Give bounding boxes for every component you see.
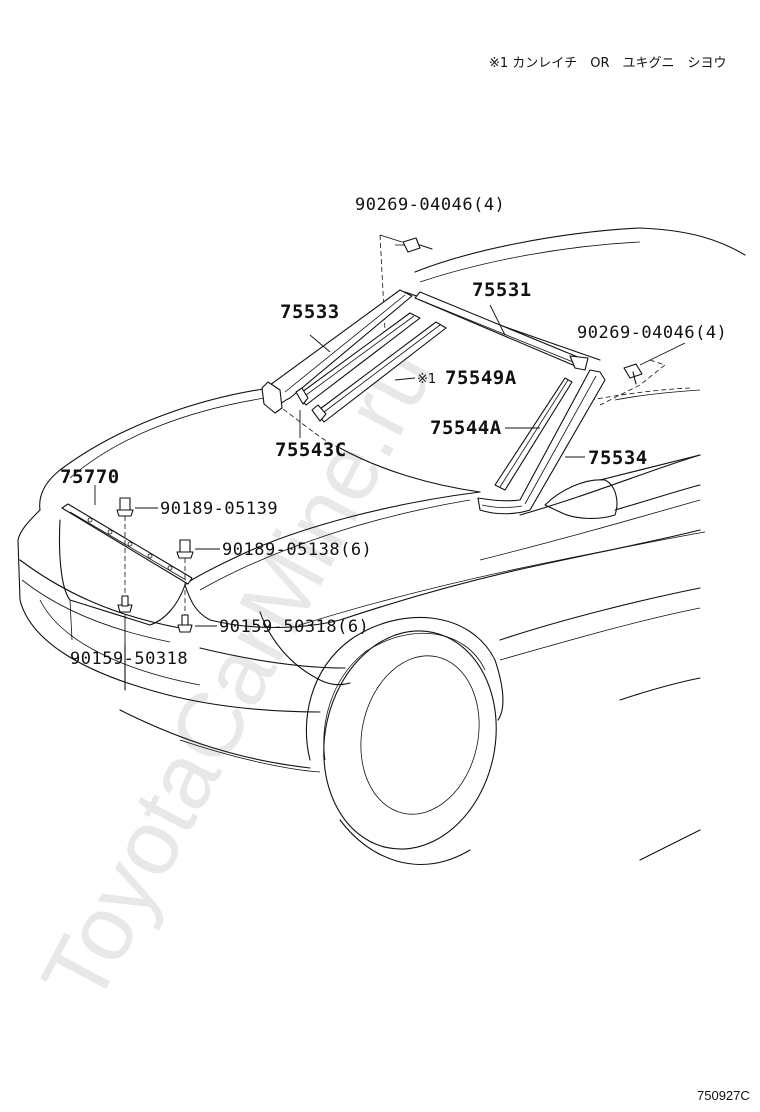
car-body-drawing <box>17 227 746 865</box>
leader-lines <box>94 234 686 650</box>
usage-note: ※1 カンレイチ OR ユキグニ シヨウ <box>489 56 727 71</box>
clip-top-icon <box>395 237 433 253</box>
label-75549a: 75549A <box>445 367 517 389</box>
label-75544a: 75544A <box>430 417 502 439</box>
label-90159-50318: 90159-50318 <box>70 649 188 669</box>
label-75534: 75534 <box>588 447 648 469</box>
label-75549a-mark: ※1 <box>417 372 436 387</box>
figure-code: 750927C <box>697 1088 750 1103</box>
watermark: ToyotaCarMine.ru <box>23 330 454 1019</box>
part-75544a-shape <box>494 377 573 491</box>
part-75533-shape <box>261 289 413 414</box>
part-75549a-shape <box>311 321 447 423</box>
label-75531: 75531 <box>472 279 532 301</box>
screw-90159-50318-icon <box>117 595 133 613</box>
label-clip-right: 90269-04046(4) <box>577 323 727 343</box>
label-90159-50318-6: 90159-50318(6) <box>219 617 369 637</box>
label-clip-top: 90269-04046(4) <box>355 195 505 215</box>
label-75533: 75533 <box>280 301 340 323</box>
label-90189-05139: 90189-05139 <box>160 499 278 519</box>
label-75543c: 75543C <box>275 439 347 461</box>
nut-90189-05138-icon <box>176 539 194 615</box>
part-75531-shape <box>414 291 589 371</box>
part-75543c-shape <box>295 312 421 406</box>
part-75770-shape <box>61 503 193 585</box>
label-75770: 75770 <box>60 466 120 488</box>
part-75534-shape <box>477 369 606 515</box>
screw-90159-50318-6-icon <box>177 614 193 633</box>
label-90189-05138: 90189-05138(6) <box>222 540 372 560</box>
nut-90189-05139-icon <box>116 497 134 610</box>
clip-right-icon <box>623 363 643 385</box>
